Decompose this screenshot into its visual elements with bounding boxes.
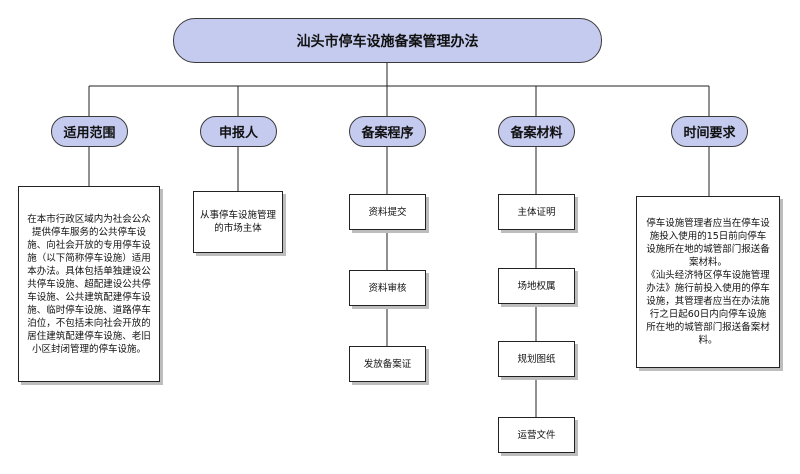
category-scope-node: 适用范围 [51,116,128,147]
category-scope-label: 适用范围 [63,126,116,141]
procedure-step-box: 资料提交 [349,194,426,230]
materials-item-box: 运营文件 [498,417,575,453]
materials-item-label: 主体证明 [517,206,556,218]
applicant-box: 从事停车设施管理的市场主体 [193,191,283,253]
category-applicant-node: 申报人 [200,116,277,147]
category-materials-node: 备案材料 [498,116,575,147]
time-box: 停车设施管理者应当在停车设施投入使用的15日前向停车设施所在地的城管部门报送备案… [636,196,780,368]
category-materials-label: 备案材料 [510,126,563,141]
applicant-text: 从事停车设施管理的市场主体 [199,210,276,234]
procedure-step-label: 资料提交 [368,206,407,218]
procedure-step-box: 发放备案证 [349,346,426,382]
procedure-step-label: 资料审核 [368,282,407,294]
scope-text: 在本市行政区域内为社会公众提供停车服务的公共停车设施、向社会开放的专用停车设施（… [27,213,151,355]
category-applicant-label: 申报人 [218,126,258,141]
materials-item-box: 场地权属 [498,268,575,304]
materials-item-label: 场地权属 [517,280,556,292]
procedure-step-box: 资料审核 [349,270,426,306]
category-procedure-node: 备案程序 [349,116,426,147]
root-title-node: 汕头市停车设施备案管理办法 [173,18,602,63]
scope-box: 在本市行政区域内为社会公众提供停车服务的公共停车设施、向社会开放的专用停车设施（… [18,186,160,382]
category-procedure-label: 备案程序 [361,126,414,141]
materials-item-box: 规划图纸 [498,341,575,377]
procedure-step-label: 发放备案证 [363,358,412,370]
materials-item-label: 运营文件 [517,429,556,441]
root-title: 汕头市停车设施备案管理办法 [296,33,479,50]
category-time-node: 时间要求 [671,116,748,147]
time-text: 停车设施管理者应当在停车设施投入使用的15日前向停车设施所在地的城管部门报送备案… [646,218,770,346]
category-time-label: 时间要求 [683,126,736,141]
materials-item-label: 规划图纸 [517,353,556,365]
materials-item-box: 主体证明 [498,194,575,230]
